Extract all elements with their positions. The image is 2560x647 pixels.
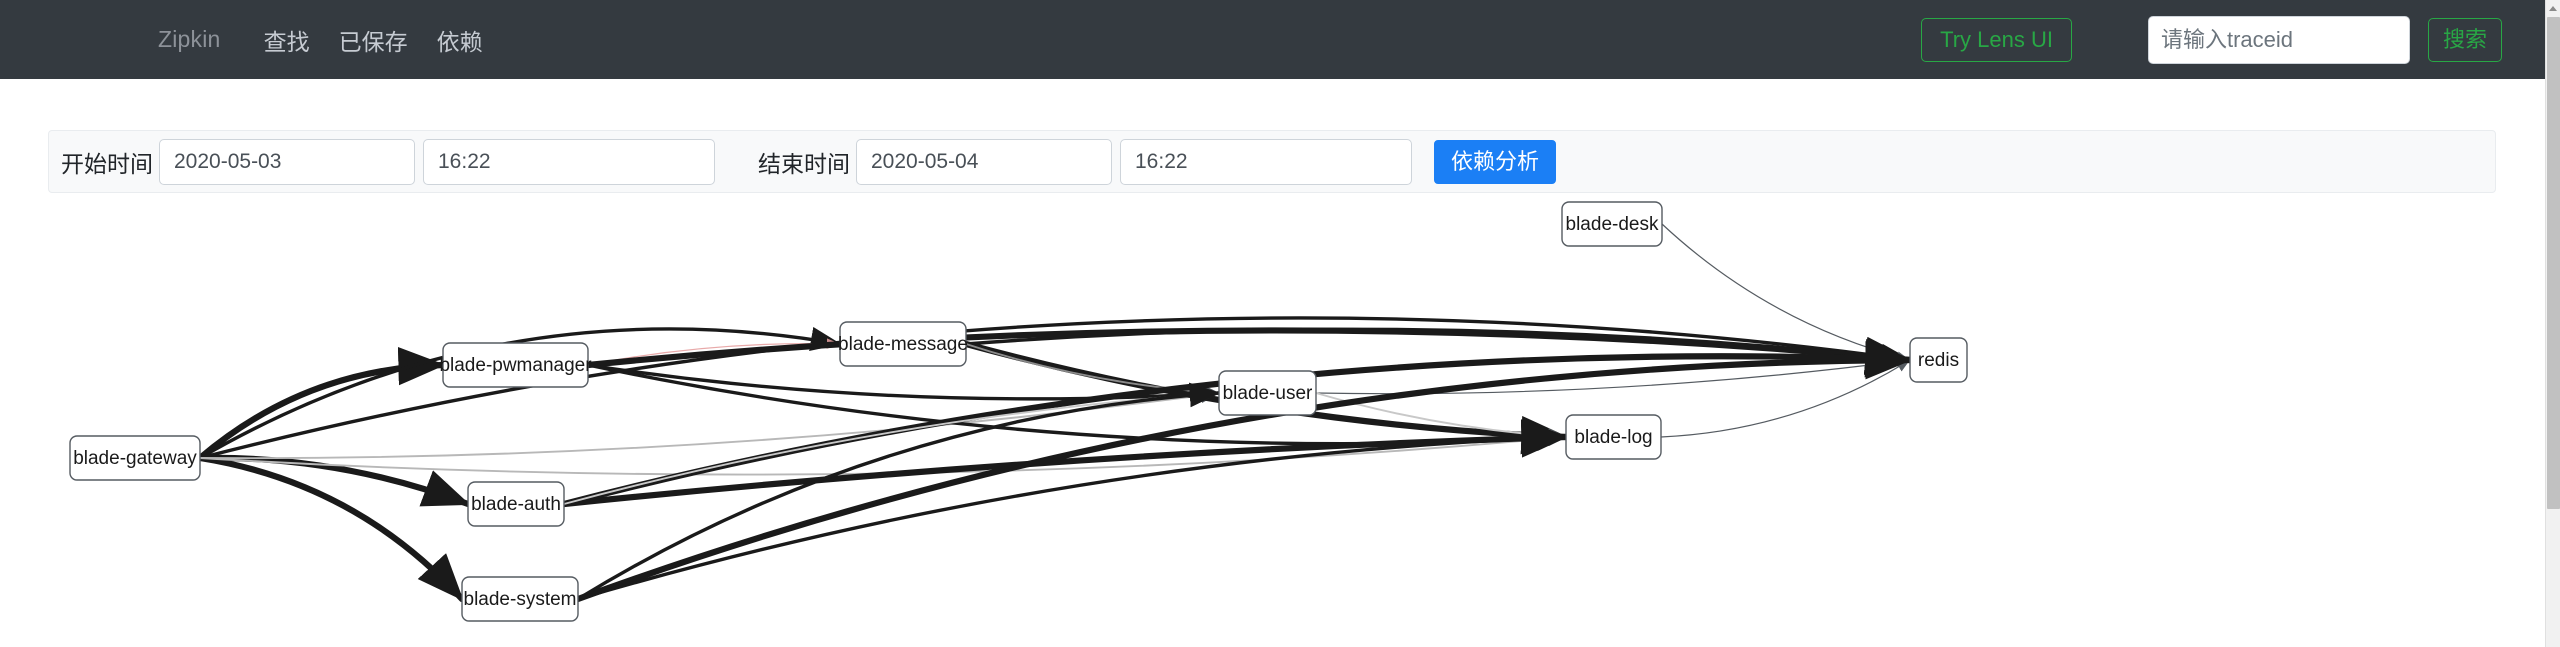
graph-node-box[interactable] [1565,414,1662,460]
dependency-graph-svg[interactable]: blade-desk blade-message redis blade-pwmana… [0,196,2545,647]
end-time-label: 结束时间 [758,150,850,177]
graph-edge [198,316,1912,460]
graph-node-blade-gateway[interactable]: blade-gateway [69,435,201,481]
graph-nodes[interactable]: blade-desk blade-message redis blade-pwmana… [69,201,1968,622]
graph-edge [576,382,1221,601]
graph-node-box[interactable] [1909,337,1968,383]
graph-node-box[interactable] [1218,370,1317,416]
graph-node-box[interactable] [839,321,967,367]
graph-node-label: blade-desk [1566,214,1659,235]
graph-node-label: blade-gateway [73,448,197,469]
graph-edge [1660,359,1911,438]
graph-node-box[interactable] [69,435,201,481]
vertical-scrollbar[interactable] [2545,0,2560,647]
graph-node-label: blade-log [1574,427,1652,448]
graph-node-blade-pwmanager[interactable]: blade-pwmanager [439,342,592,388]
scrollbar-thumb[interactable] [2547,17,2560,509]
graph-node-label: blade-auth [471,494,561,515]
graph-node-blade-log[interactable]: blade-log [1565,414,1662,460]
graph-node-box[interactable] [1561,201,1663,247]
nav-links: 查找 已保存 依赖 [264,23,512,57]
graph-node-label: redis [1918,350,1959,371]
end-date-input[interactable] [856,138,1112,185]
graph-edge [576,425,1568,601]
scroll-up-arrow-icon[interactable] [2546,0,2560,16]
graph-node-blade-system[interactable]: blade-system [461,576,579,622]
try-lens-ui-button[interactable]: Try Lens UI [1921,17,2072,62]
graph-node-redis[interactable]: redis [1909,337,1968,383]
search-button[interactable]: 搜索 [2427,17,2502,62]
graph-edge [196,454,466,603]
graph-node-box[interactable] [467,481,565,527]
start-date-input[interactable] [159,138,415,185]
start-time-input[interactable] [423,138,715,185]
end-time-input[interactable] [1120,138,1412,185]
graph-node-box[interactable] [442,342,589,388]
graph-node-blade-message[interactable]: blade-message [838,321,968,367]
filter-bar: 开始时间 结束时间 依赖分析 [48,130,2496,193]
start-time-label: 开始时间 [61,150,153,177]
graph-edge [574,341,1914,603]
navbar-right-group: Try Lens UI 搜索 [1921,0,2545,79]
graph-node-blade-user[interactable]: blade-user [1218,370,1317,416]
graph-node-label: blade-system [464,589,577,610]
graph-node-blade-desk[interactable]: blade-desk [1561,201,1663,247]
graph-node-blade-auth[interactable]: blade-auth [467,481,565,527]
traceid-search-input[interactable] [2147,15,2410,64]
nav-link-dependency[interactable]: 依赖 [436,28,483,55]
graph-edge [964,327,1912,369]
dependency-analyze-button[interactable]: 依赖分析 [1434,139,1557,184]
brand-zipkin[interactable]: Zipkin [158,26,221,52]
top-navbar: Zipkin 查找 已保存 依赖 Try Lens UI 搜索 [0,0,2545,79]
graph-edge [563,386,1220,505]
graph-node-box[interactable] [461,576,579,622]
dependency-graph-area[interactable]: blade-desk blade-message redis blade-pwmana… [0,196,2545,647]
graph-node-label: blade-message [838,334,968,355]
graph-node-label: blade-user [1223,383,1313,404]
graph-edges [196,223,1914,603]
nav-link-saved[interactable]: 已保存 [338,28,408,55]
nav-link-find[interactable]: 查找 [263,28,310,55]
graph-node-label: blade-pwmanager [439,355,592,376]
graph-edge [560,419,1570,508]
